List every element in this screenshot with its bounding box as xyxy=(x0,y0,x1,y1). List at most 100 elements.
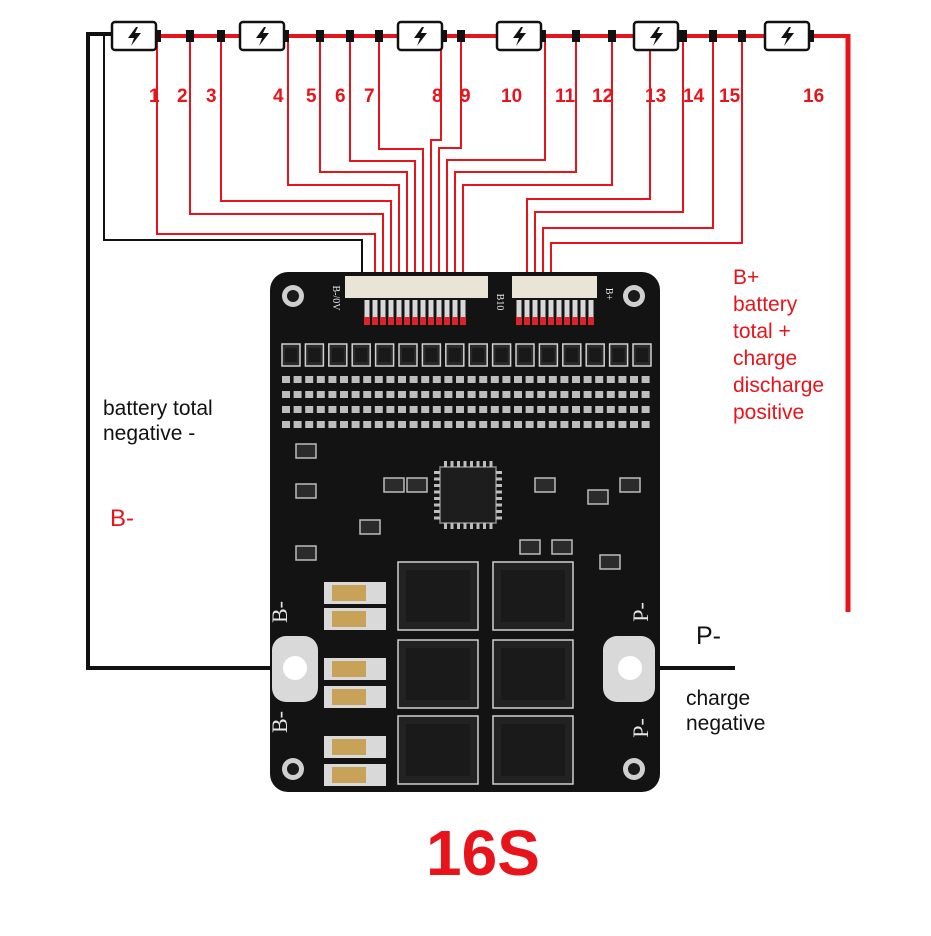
tap-label-3: 3 xyxy=(206,86,217,107)
power-pad xyxy=(332,661,366,677)
tap-label-13: 13 xyxy=(645,86,667,107)
smd-component xyxy=(641,421,650,428)
connector-solder xyxy=(388,317,394,325)
smd-component xyxy=(456,406,464,413)
sense-wire-2 xyxy=(189,36,384,300)
tap-label-14: 14 xyxy=(683,86,705,107)
smd-component xyxy=(502,391,511,398)
smd-component xyxy=(572,391,580,398)
smd-component xyxy=(328,406,337,413)
sense-wire-11 xyxy=(454,36,577,300)
mosfet-body xyxy=(406,648,470,700)
smd-component xyxy=(409,406,418,413)
balance-resistor-body xyxy=(285,348,297,362)
smd-component xyxy=(514,391,522,398)
sense-wire-9 xyxy=(438,36,462,300)
smd-component xyxy=(432,421,441,428)
balance-connector-right xyxy=(512,276,597,298)
smd-component xyxy=(537,391,546,398)
smd-component xyxy=(406,477,428,493)
smd-component xyxy=(479,421,488,428)
chip-pin xyxy=(470,523,473,529)
smd-component xyxy=(467,421,476,428)
smd-component xyxy=(456,421,464,428)
connector-solder xyxy=(588,317,594,325)
smd-component xyxy=(560,406,569,413)
connector-solder xyxy=(572,317,578,325)
connector-pin xyxy=(548,300,554,324)
bus-marker xyxy=(316,30,324,42)
smd-component xyxy=(490,406,499,413)
lightning-bolt-icon xyxy=(256,27,269,46)
chip-pin xyxy=(496,477,502,481)
connector-pin xyxy=(436,300,442,324)
chip-pin xyxy=(496,471,502,474)
chip-pin xyxy=(450,523,454,529)
balance-resistor-body xyxy=(402,348,414,362)
sense-wire-10 xyxy=(446,36,546,300)
smd-component xyxy=(514,406,522,413)
chip-pin xyxy=(463,461,467,467)
smd-component xyxy=(595,376,604,383)
smd-component xyxy=(502,376,511,383)
chip-pin xyxy=(489,523,493,529)
connector-pin xyxy=(516,300,522,324)
smd-component xyxy=(548,391,557,398)
mounting-hole-core xyxy=(287,290,299,302)
smd-component xyxy=(351,406,360,413)
smd-component xyxy=(630,406,638,413)
connector-solder xyxy=(524,317,530,325)
mounting-hole-core xyxy=(287,763,299,775)
mosfet-body xyxy=(501,724,565,776)
smd-component xyxy=(606,391,615,398)
connector-solder xyxy=(420,317,426,325)
smd-component xyxy=(386,421,395,428)
chip-pin xyxy=(496,490,502,494)
lightning-bolt-icon xyxy=(414,27,427,46)
smd-component xyxy=(293,421,302,428)
smd-component xyxy=(351,376,360,383)
smd-component xyxy=(467,406,476,413)
smd-component xyxy=(374,406,383,413)
smd-component xyxy=(386,391,395,398)
bplus-line-3: charge xyxy=(733,347,798,370)
smd-component xyxy=(295,443,317,459)
smd-component xyxy=(599,554,621,570)
connector-solder xyxy=(460,317,466,325)
smd-component xyxy=(444,421,453,428)
smd-component xyxy=(537,421,546,428)
smd-component xyxy=(293,376,302,383)
smd-component xyxy=(282,376,290,383)
chip-pin xyxy=(434,471,440,474)
mounting-hole-core xyxy=(628,763,640,775)
pminus-lug-hole xyxy=(618,656,642,680)
smd-component xyxy=(444,391,453,398)
connector-solder xyxy=(436,317,442,325)
smd-component xyxy=(525,406,534,413)
tap-label-7: 7 xyxy=(364,86,375,107)
smd-component xyxy=(328,376,337,383)
tap-label-10: 10 xyxy=(501,86,523,107)
smd-component xyxy=(421,376,430,383)
smd-component xyxy=(560,376,569,383)
smd-component xyxy=(363,391,372,398)
battery-cell xyxy=(238,20,289,52)
balance-resistor-body xyxy=(565,348,578,362)
microcontroller-chip xyxy=(439,466,497,524)
connector-solder xyxy=(516,317,522,325)
smd-component xyxy=(305,376,314,383)
power-pad xyxy=(332,611,366,627)
chip-pin xyxy=(434,510,440,513)
chip-pin xyxy=(463,523,467,529)
sense-wire-1 xyxy=(156,36,376,300)
sense-wire-15 xyxy=(542,36,714,300)
connector-pin xyxy=(420,300,426,324)
smd-component xyxy=(502,421,511,428)
smd-component xyxy=(432,391,441,398)
lightning-bolt-icon xyxy=(513,27,526,46)
chip-pin xyxy=(434,477,440,481)
balance-resistor-body xyxy=(448,348,461,362)
chip-pin xyxy=(476,461,480,467)
